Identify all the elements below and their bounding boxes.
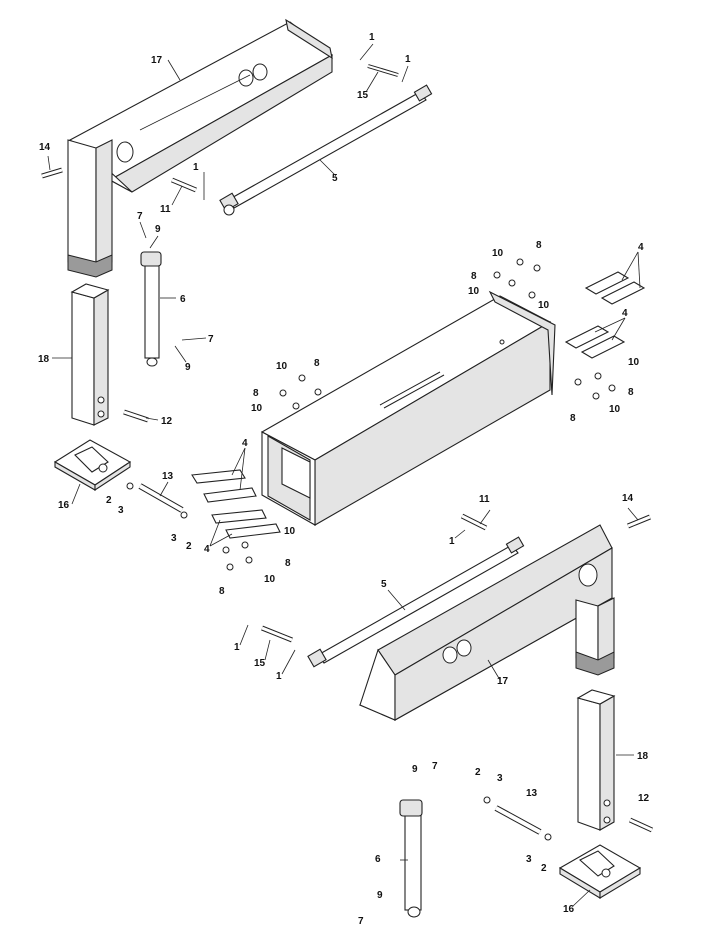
base-plate-right — [558, 844, 642, 899]
leg-extension-left — [70, 283, 110, 426]
callout-9: 9 — [377, 890, 383, 901]
callout-8: 8 — [219, 586, 225, 597]
callout-15: 15 — [357, 90, 369, 101]
callout-8: 8 — [285, 558, 291, 569]
callout-3: 3 — [118, 505, 124, 516]
leg-upper-left — [67, 139, 113, 278]
pin-11-lower — [460, 513, 488, 531]
callout-7: 7 — [432, 761, 438, 772]
callout-8: 8 — [253, 388, 259, 399]
cylinder-right — [399, 799, 423, 918]
callout-9: 9 — [185, 362, 191, 373]
pin-14-lower — [627, 514, 651, 529]
callout-labels: 1 1 15 17 14 1 11 5 7 9 6 7 9 18 12 13 2… — [38, 32, 650, 927]
callout-2: 2 — [541, 863, 547, 874]
callout-1: 1 — [193, 162, 199, 173]
callout-10: 10 — [538, 300, 550, 311]
callout-7: 7 — [137, 211, 143, 222]
leg-upper-right — [575, 597, 615, 676]
callout-16: 16 — [58, 500, 70, 511]
callout-9: 9 — [412, 764, 418, 775]
callout-12: 12 — [161, 416, 173, 427]
callout-18: 18 — [637, 751, 649, 762]
callout-5: 5 — [381, 579, 387, 590]
pin-15-lower — [261, 625, 293, 643]
callout-4: 4 — [204, 544, 210, 555]
callout-3: 3 — [526, 854, 532, 865]
callout-15: 15 — [254, 658, 266, 669]
callout-4: 4 — [622, 308, 628, 319]
callout-10: 10 — [251, 403, 263, 414]
callout-7: 7 — [358, 916, 364, 927]
callout-8: 8 — [314, 358, 320, 369]
callout-11: 11 — [160, 204, 171, 215]
callout-2: 2 — [106, 495, 112, 506]
callout-3: 3 — [497, 773, 503, 784]
callout-10: 10 — [468, 286, 480, 297]
callout-1: 1 — [449, 536, 455, 547]
pin-11-upper — [171, 177, 197, 193]
callout-8: 8 — [471, 271, 477, 282]
hardware-cluster — [222, 258, 616, 571]
callout-6: 6 — [180, 294, 186, 305]
base-plate-left — [53, 439, 132, 492]
leader-lines — [47, 43, 641, 907]
callout-8: 8 — [570, 413, 576, 424]
callout-10: 10 — [284, 526, 296, 537]
callout-14: 14 — [622, 493, 634, 504]
shaft-lower — [307, 536, 525, 668]
callout-18: 18 — [38, 354, 50, 365]
callout-17: 17 — [497, 676, 509, 687]
callout-6: 6 — [375, 854, 381, 865]
callout-8: 8 — [628, 387, 634, 398]
callout-7: 7 — [208, 334, 214, 345]
callout-9: 9 — [155, 224, 161, 235]
callout-10: 10 — [628, 357, 640, 368]
callout-4: 4 — [638, 242, 644, 253]
callout-1: 1 — [405, 54, 411, 65]
boom-arm-lower — [358, 524, 614, 721]
callout-2: 2 — [186, 541, 192, 552]
callout-10: 10 — [492, 248, 504, 259]
cylinder-left — [140, 251, 162, 367]
leg-extension-right — [576, 689, 616, 831]
pin-13-left — [126, 482, 188, 519]
pin-14-upper — [41, 167, 63, 179]
callout-3: 3 — [171, 533, 177, 544]
callout-5: 5 — [332, 173, 338, 184]
callout-16: 16 — [563, 904, 575, 915]
callout-4: 4 — [242, 438, 248, 449]
callout-13: 13 — [526, 788, 538, 799]
pin-12-right — [628, 817, 654, 833]
callout-10: 10 — [264, 574, 276, 585]
callout-1: 1 — [369, 32, 375, 43]
callout-13: 13 — [162, 471, 174, 482]
callout-17: 17 — [151, 55, 163, 66]
callout-1: 1 — [276, 671, 282, 682]
callout-2: 2 — [475, 767, 481, 778]
callout-8: 8 — [536, 240, 542, 251]
callout-1: 1 — [234, 642, 240, 653]
center-beam — [260, 290, 556, 526]
callout-11: 11 — [479, 494, 490, 505]
shaft-upper — [219, 84, 433, 216]
pin-12-left — [123, 409, 149, 423]
wear-pads-right-top — [564, 271, 646, 359]
callout-10: 10 — [609, 404, 621, 415]
callout-14: 14 — [39, 142, 51, 153]
pin-15-upper — [367, 64, 399, 77]
wear-pads-left — [191, 469, 281, 539]
pin-13-right — [483, 796, 552, 841]
callout-12: 12 — [638, 793, 650, 804]
callout-10: 10 — [276, 361, 288, 372]
